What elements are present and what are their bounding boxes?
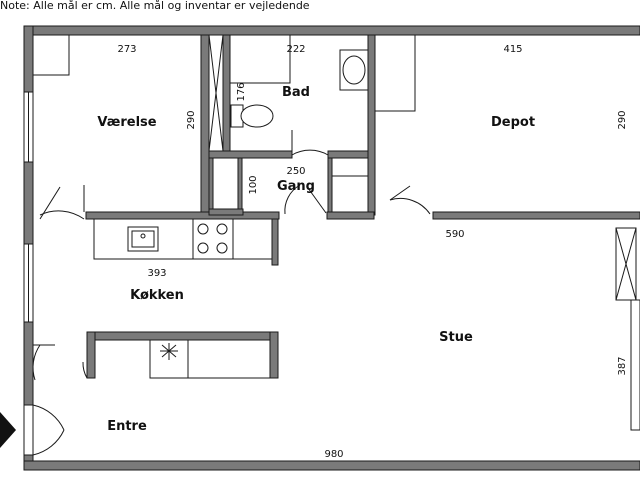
dim-bad-width: 222 (286, 44, 305, 55)
kitchen-counter (93, 218, 273, 260)
entrance-door (23, 404, 65, 456)
shower-area (229, 34, 291, 84)
wardrobe-vaerelse (32, 34, 70, 76)
doors (32, 130, 431, 381)
dim-depot-height: 290 (617, 110, 628, 129)
wardrobe-depot (374, 34, 416, 112)
room-label-bad: Bad (282, 85, 310, 100)
entrance-arrow-icon (0, 412, 16, 448)
shaft-left (208, 34, 224, 152)
dim-bad-height: 176 (236, 82, 247, 101)
cabinet-gang-right (331, 175, 369, 213)
dim-depot-width: 415 (503, 44, 522, 55)
dim-gang-height: 100 (248, 175, 259, 194)
room-label-depot: Depot (491, 115, 535, 130)
room-label-vaerelse: Værelse (97, 115, 156, 130)
cabinet-gang-left (212, 157, 239, 210)
shaft-right (615, 227, 637, 301)
dim-vaerelse-height: 290 (186, 110, 197, 129)
room-label-gang: Gang (277, 179, 315, 194)
kitchen-sink-icon (127, 226, 159, 252)
dim-total-width: 980 (324, 449, 343, 460)
sink-icon (339, 49, 369, 91)
dim-vaerelse-width: 273 (117, 44, 136, 55)
dim-kokken-width: 393 (147, 268, 166, 279)
stove-icon (197, 223, 228, 254)
room-label-kokken: Køkken (130, 288, 184, 303)
fridge-icon (160, 343, 178, 360)
dim-stue-width: 590 (445, 229, 464, 240)
dim-stue-height: 387 (617, 356, 628, 375)
plan-note: Note: Alle mål er cm. Alle mål og invent… (0, 0, 310, 12)
dim-gang-width: 250 (286, 166, 305, 177)
room-label-entre: Entre (107, 419, 147, 434)
island-counter (149, 339, 271, 379)
room-label-stue: Stue (439, 330, 473, 345)
windows (23, 91, 640, 431)
toilet-icon (230, 104, 274, 128)
